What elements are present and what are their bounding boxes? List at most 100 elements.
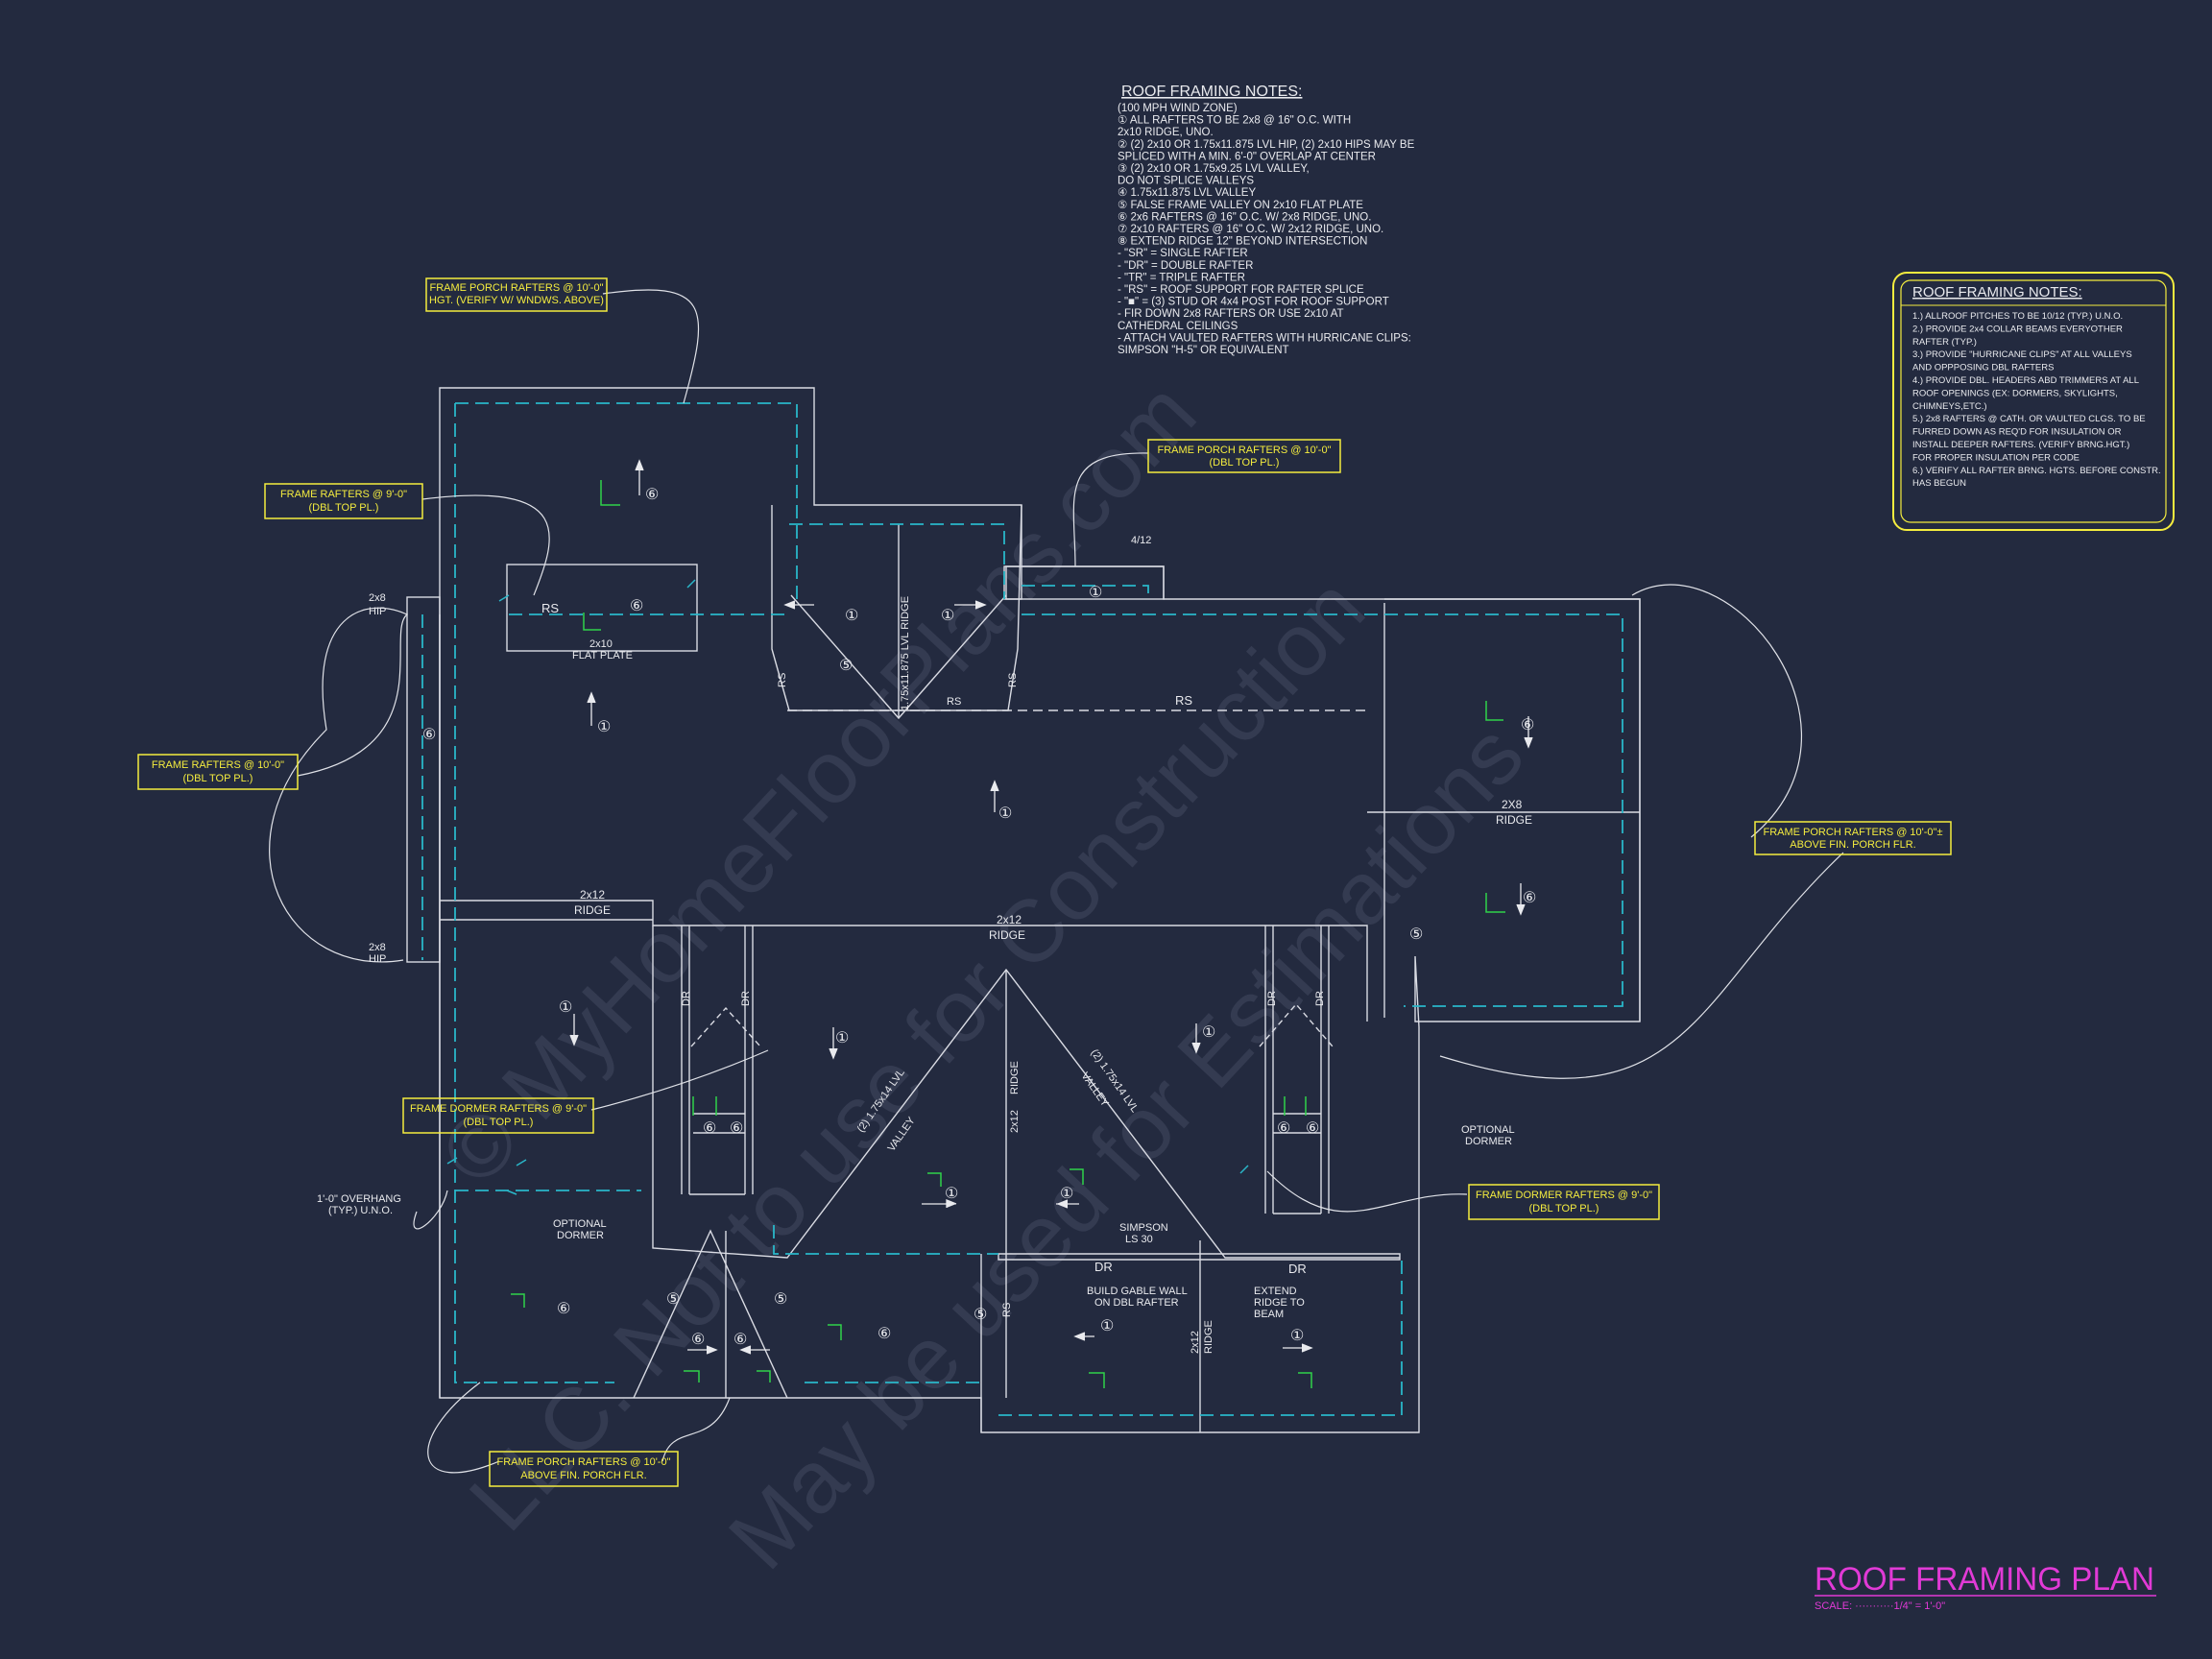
dr-label-3: DR: [1266, 991, 1278, 1006]
note-line: CATHEDRAL CEILINGS: [1118, 321, 1238, 332]
note-line: 4.) PROVIDE DBL. HEADERS ABD TRIMMERS AT…: [1912, 375, 2139, 386]
pitch-markers: [446, 480, 1505, 1388]
sym-1d: ①: [941, 608, 954, 624]
optional-dormer-left-2: DORMER: [557, 1230, 604, 1241]
flat-plate-label-1: 2x10: [589, 638, 613, 650]
svg-text:FRAME PORCH RAFTERS @ 10'-0": FRAME PORCH RAFTERS @ 10'-0": [1158, 445, 1332, 456]
extend-ridge-3: BEAM: [1254, 1309, 1284, 1320]
optional-dormer-right-2: DORMER: [1465, 1136, 1512, 1147]
sym-6i: ⑥: [1306, 1120, 1319, 1137]
note-line: AND OPPPOSING DBL RAFTERS: [1912, 363, 2054, 373]
sym-5b: ⑤: [1409, 926, 1423, 943]
ridge-2x12-center-1: 2x12: [997, 913, 1022, 926]
simpson-1: SIMPSON: [1119, 1222, 1168, 1234]
rs-label-4: RS: [777, 673, 788, 687]
note-line: SPLICED WITH A MIN. 6'-0" OVERLAP AT CEN…: [1118, 151, 1376, 162]
svg-text:FRAME RAFTERS @ 10'-0": FRAME RAFTERS @ 10'-0": [152, 759, 284, 771]
sym-6c: ⑥: [422, 727, 436, 743]
flat-plate-label-2: FLAT PLATE: [572, 650, 633, 661]
note-line: INSTALL DEEPER RAFTERS. (VERIFY BRNG.HGT…: [1912, 440, 2129, 450]
rs-label-5: RS: [1007, 673, 1019, 687]
optional-dormer-right-1: OPTIONAL: [1461, 1124, 1515, 1136]
note-line: ROOF OPENINGS (EX: DORMERS, SKYLIGHTS,: [1912, 388, 2118, 398]
callout-porch-bottom: FRAME PORCH RAFTERS @ 10'-0" ABOVE FIN. …: [489, 1451, 679, 1487]
note-line: HAS BEGUN: [1912, 478, 1966, 489]
flat-plate: [506, 564, 698, 652]
callout-dormer-right: FRAME DORMER RAFTERS @ 9'-0" (DBL TOP PL…: [1468, 1184, 1660, 1220]
sym-1i: ①: [945, 1186, 958, 1202]
sym-6k: ⑥: [691, 1332, 705, 1348]
sym-1j: ①: [1060, 1186, 1073, 1202]
dr-line: [998, 1253, 1401, 1261]
note-line: ① ALL RAFTERS TO BE 2x8 @ 16" O.C. WITH: [1118, 115, 1351, 127]
note-line: ③ (2) 2x10 OR 1.75x9.25 LVL VALLEY,: [1118, 163, 1310, 175]
ridge-2x12-vert-right: 2x12: [1190, 1331, 1201, 1354]
sym-6m: ⑥: [878, 1326, 891, 1342]
notes-box-inner: [1900, 279, 2167, 523]
simpson-2: LS 30: [1125, 1234, 1153, 1245]
svg-text:(DBL TOP PL.): (DBL TOP PL.): [1210, 457, 1280, 469]
svg-text:ABOVE FIN. PORCH FLR.: ABOVE FIN. PORCH FLR.: [520, 1470, 646, 1481]
note-line: - "DR" = DOUBLE RAFTER: [1118, 260, 1253, 272]
watermark-line-1: © MyHomeFloorPlans.com: [422, 364, 1214, 1203]
note-line: CHIMNEYS,ETC.): [1912, 401, 1987, 412]
rs-label-1: RS: [541, 601, 559, 615]
hip-label-bottom-2: HIP: [369, 953, 386, 965]
note-line: FURRED DOWN AS REQ'D FOR INSULATION OR: [1912, 427, 2122, 438]
notes-title: ROOF FRAMING NOTES:: [1121, 84, 1302, 100]
roof-framing-notes: ROOF FRAMING NOTES: (100 MPH WIND ZONE)①…: [1118, 84, 1415, 356]
note-line: ⑥ 2x6 RAFTERS @ 16" O.C. W/ 2x8 RIDGE, U…: [1118, 211, 1371, 223]
svg-text:(DBL TOP PL.): (DBL TOP PL.): [309, 502, 379, 514]
hip-label-bottom: 2x8: [369, 942, 386, 953]
sym-1k: ①: [1100, 1318, 1114, 1334]
svg-text:FRAME DORMER RAFTERS @ 9'-0": FRAME DORMER RAFTERS @ 9'-0": [1476, 1190, 1652, 1201]
overhang-2: (TYP.) U.N.O.: [328, 1205, 393, 1216]
sym-1h: ①: [1202, 1024, 1215, 1041]
dr-label-4: DR: [1314, 991, 1326, 1006]
note-line: ② (2) 2x10 OR 1.75x11.875 LVL HIP, (2) 2…: [1118, 139, 1415, 151]
note-line: - "SR" = SINGLE RAFTER: [1118, 248, 1248, 259]
sym-6a: ⑥: [645, 487, 659, 503]
sym-1b: ①: [998, 805, 1012, 822]
notes-box-title: ROOF FRAMING NOTES:: [1912, 284, 2082, 301]
left-porch-gable: [633, 1229, 788, 1399]
dr-label-5: DR: [1094, 1260, 1113, 1274]
drawing-scale: SCALE: ···········1/4" = 1'-0": [1815, 1600, 1945, 1612]
note-symbols: ① ① ① ① ① ① ① ① ① ① ① ① ⑤ ⑤ ⑤ ⑤ ⑤ ⑥ ⑥ ⑥ …: [422, 487, 1536, 1348]
ridge-2x12-left-1: 2x12: [580, 888, 605, 902]
hip-label-top: 2x8: [369, 592, 386, 604]
callout-dormer-left: FRAME DORMER RAFTERS @ 9'-0" (DBL TOP PL…: [402, 1097, 594, 1134]
dr-label-2: DR: [740, 991, 752, 1006]
svg-text:(DBL TOP PL.): (DBL TOP PL.): [464, 1117, 534, 1128]
gable-wall-1: BUILD GABLE WALL: [1087, 1286, 1188, 1297]
note-line: - FIR DOWN 2x8 RAFTERS OR USE 2x10 AT: [1118, 308, 1344, 320]
dr-label-6: DR: [1288, 1262, 1307, 1276]
roof-framing-notes-box: ROOF FRAMING NOTES: 1.) ALLROOF PITCHES …: [1892, 272, 2175, 531]
sym-6f: ⑥: [703, 1120, 716, 1137]
ridge-2x12-vert-center-2: RIDGE: [1009, 1061, 1021, 1094]
callout-porch-mid: FRAME PORCH RAFTERS @ 10'-0" (DBL TOP PL…: [1147, 439, 1341, 473]
notes-box-outer: [1892, 272, 2175, 531]
ridge-2x8-label-2: RIDGE: [1496, 813, 1532, 827]
sym-5e: ⑤: [974, 1307, 987, 1323]
sym-6b: ⑥: [630, 598, 643, 614]
pitch-label: 4/12: [1131, 535, 1151, 546]
direction-arrows: [569, 459, 1533, 1355]
lvl-ridge-label: 1.75x11.875 LVL RIDGE: [900, 596, 911, 710]
sym-1c: ①: [845, 608, 858, 624]
svg-text:(DBL TOP PL.): (DBL TOP PL.): [1529, 1203, 1599, 1214]
sym-1l: ①: [1290, 1328, 1304, 1344]
leader-lines: [269, 289, 1844, 1474]
svg-text:ABOVE FIN. PORCH FLR.: ABOVE FIN. PORCH FLR.: [1790, 839, 1915, 851]
svg-text:FRAME PORCH RAFTERS @ 10'-0": FRAME PORCH RAFTERS @ 10'-0": [497, 1456, 671, 1468]
sym-1a: ①: [597, 719, 611, 735]
rs-label-6: RS: [1001, 1303, 1013, 1317]
optional-dormer-left-1: OPTIONAL: [553, 1218, 607, 1230]
note-line: SIMPSON "H-5" OR EQUIVALENT: [1118, 345, 1289, 356]
note-line: 2.) PROVIDE 2x4 COLLAR BEAMS EVERYOTHER: [1912, 324, 2123, 334]
note-line: ⑤ FALSE FRAME VALLEY ON 2x10 FLAT PLATE: [1118, 200, 1363, 211]
svg-text:FRAME PORCH RAFTERS @ 10'-0": FRAME PORCH RAFTERS @ 10'-0": [430, 282, 604, 294]
svg-text:FRAME RAFTERS @ 9'-0": FRAME RAFTERS @ 9'-0": [280, 489, 407, 500]
note-line: ⑦ 2x10 RAFTERS @ 16" O.C. W/ 2x12 RIDGE,…: [1118, 224, 1383, 235]
